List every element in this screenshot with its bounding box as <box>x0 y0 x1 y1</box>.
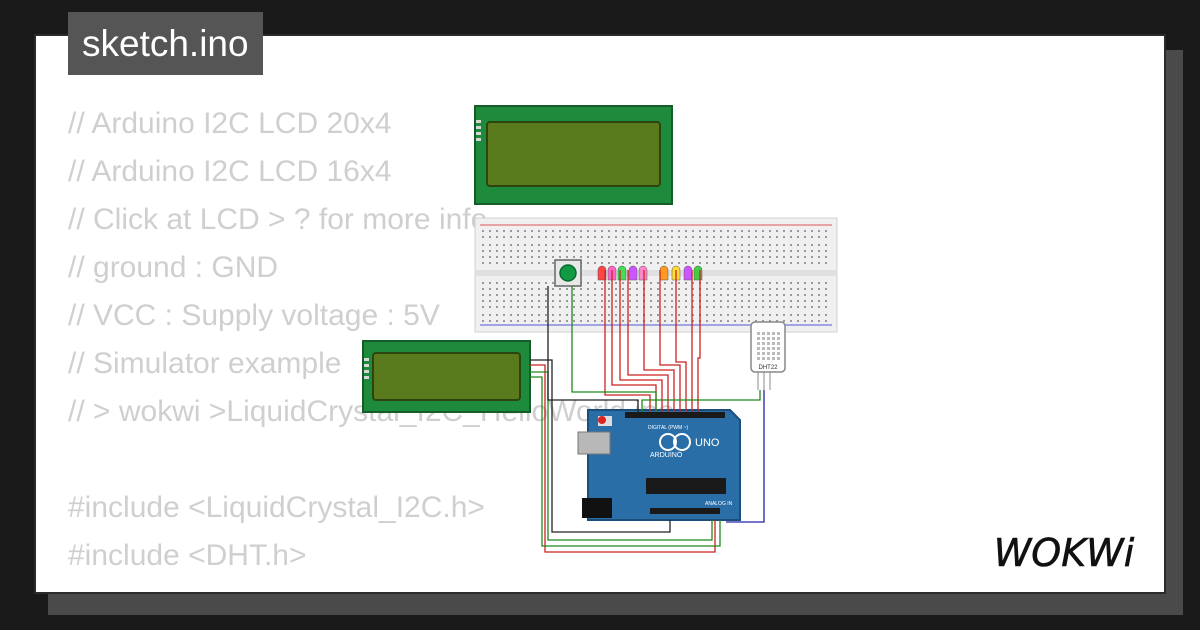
code-line: // Arduino I2C LCD 16x4 <box>68 155 392 188</box>
led[interactable] <box>597 265 607 281</box>
board-analog-label: ANALOG IN <box>705 501 733 507</box>
board-model: UNO <box>695 437 720 449</box>
filename-tab[interactable]: sketch.ino <box>68 12 263 75</box>
code-line: // Click at LCD > ? for more info <box>68 203 488 236</box>
dht22-sensor[interactable]: DHT22 <box>750 321 786 390</box>
board-digital-label: DIGITAL (PWM ~) <box>648 425 688 431</box>
logo-text: WOKWi <box>994 531 1135 575</box>
code-line: // Simulator example <box>68 347 342 380</box>
led[interactable] <box>659 265 669 281</box>
code-line: #include <DHT.h> <box>68 539 307 572</box>
push-button[interactable] <box>554 259 582 287</box>
code-line: #include <LiquidCrystal_I2C.h> <box>68 491 485 524</box>
arduino-uno-board[interactable]: ARDUINO UNO DIGITAL (PWM ~) ANALOG IN <box>577 409 741 521</box>
lcd-16x2[interactable] <box>362 340 531 413</box>
led[interactable] <box>638 265 648 281</box>
led[interactable] <box>617 265 627 281</box>
code-line: // ground : GND <box>68 251 279 284</box>
code-preview: // Arduino I2C LCD 20x4 // Arduino I2C LC… <box>68 100 674 580</box>
code-line: // VCC : Supply voltage : 5V <box>68 299 440 332</box>
wires <box>530 270 765 553</box>
circuit-diagram: DHT22 ARDUINO UNO DIGITAL (PWM ~) ANALOG… <box>362 105 838 553</box>
breadboard[interactable] <box>474 217 838 333</box>
dht-label: DHT22 <box>758 365 778 371</box>
code-line: // Arduino I2C LCD 20x4 <box>68 107 392 140</box>
wokwi-logo: WOKWi <box>993 531 1135 576</box>
led[interactable] <box>628 265 638 281</box>
board-brand: ARDUINO <box>650 452 683 459</box>
led[interactable] <box>683 265 693 281</box>
lcd-20x4[interactable] <box>474 105 673 205</box>
led[interactable] <box>693 265 703 281</box>
